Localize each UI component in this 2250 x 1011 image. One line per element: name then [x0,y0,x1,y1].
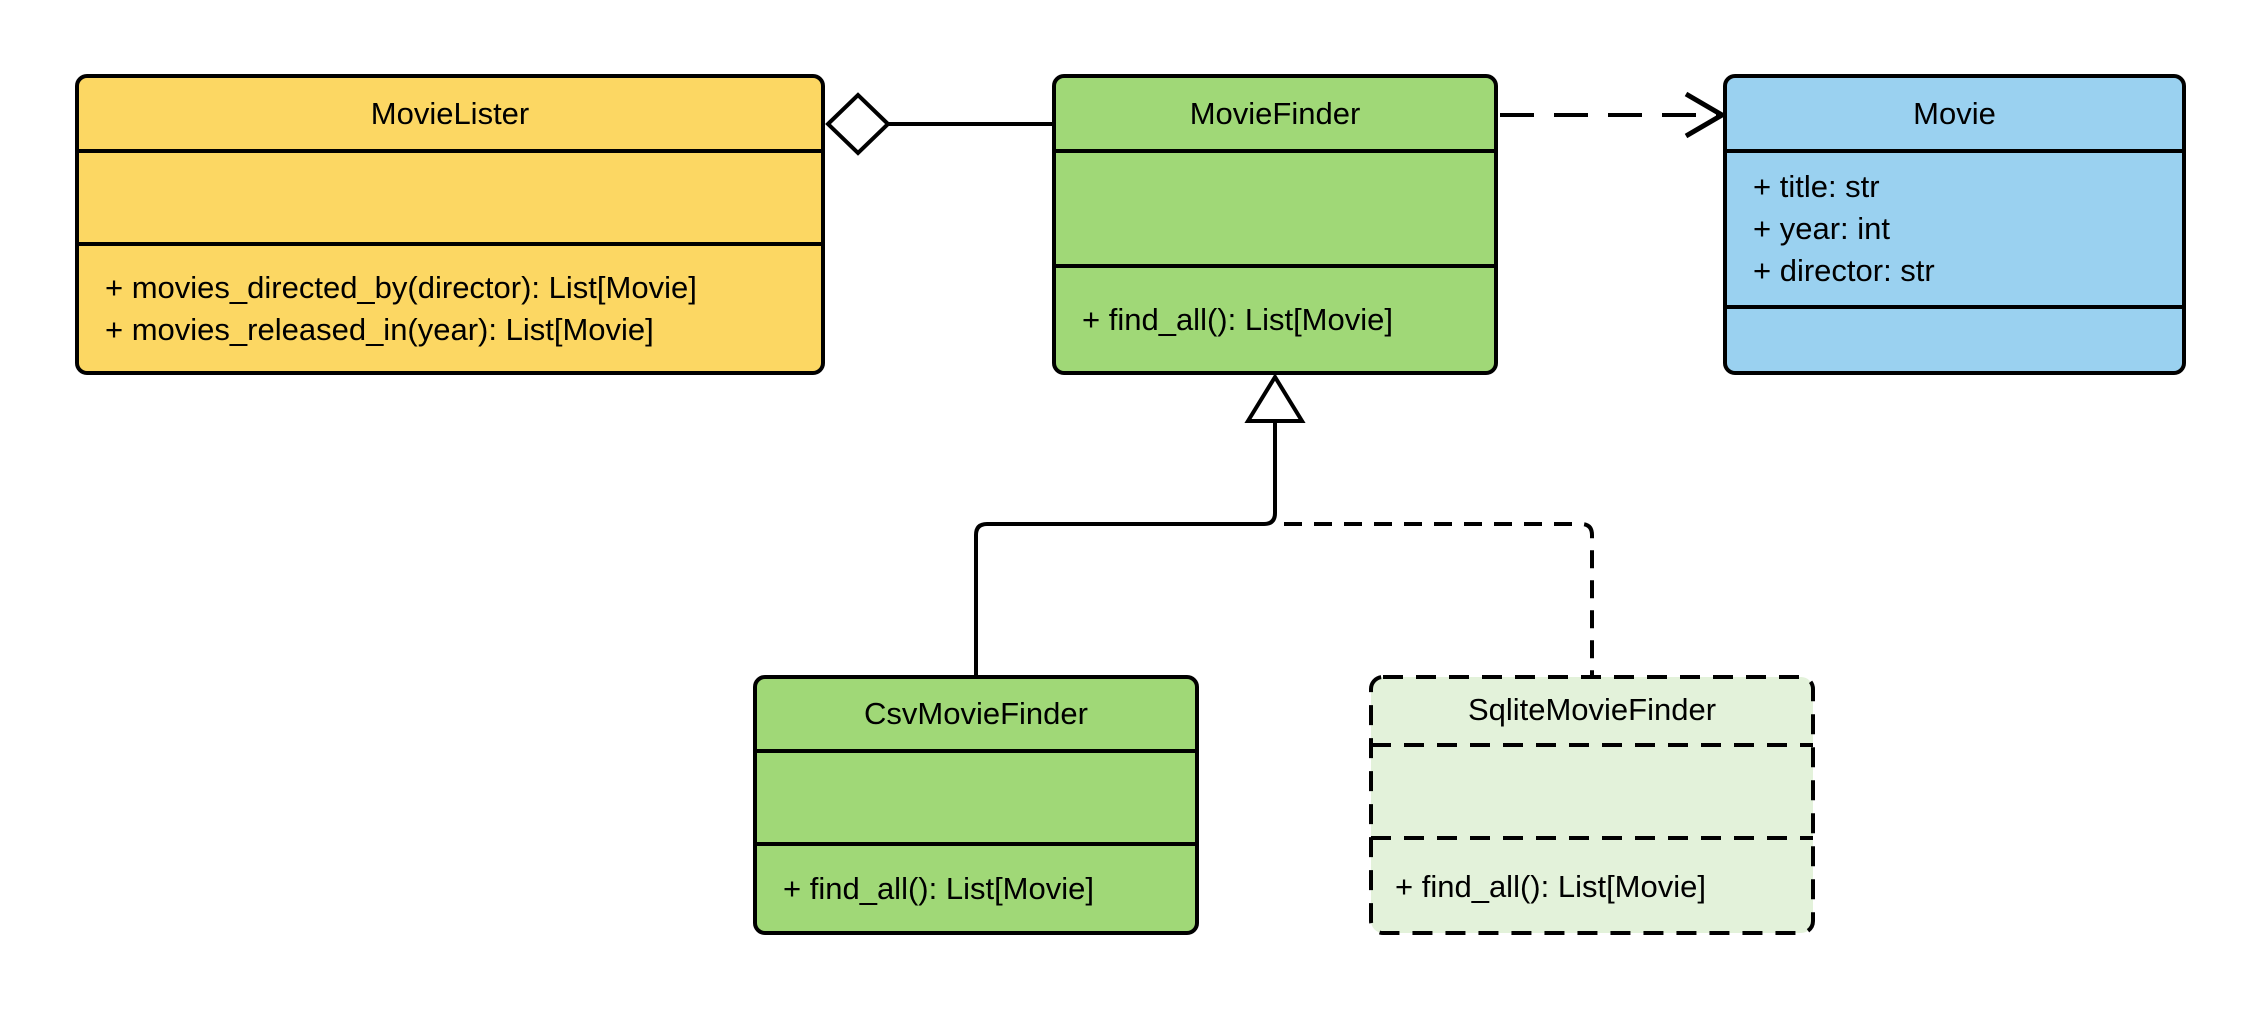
methods-section [1727,305,2182,371]
class-box-movie: Movie + title: str + year: int + directo… [1723,74,2186,375]
methods-section: + find_all(): List[Movie] [1056,264,1494,371]
methods-section: + find_all(): List[Movie] [757,842,1195,931]
generalization-sqlitemoviefinder-moviefinder [1284,522,1594,677]
attribute-item: + year: int [1753,211,1890,246]
attributes-section: + title: str + year: int + director: str [1727,149,2182,305]
dependency-moviefinder-movie [1500,91,1727,139]
open-arrowhead-marker [1684,91,1727,139]
attributes-section [1369,745,1815,838]
attributes-section [1056,149,1494,264]
aggregation-movielister-moviefinder [825,92,1054,156]
class-name: MovieFinder [1189,95,1361,131]
class-name: CsvMovieFinder [864,696,1088,731]
methods-section: + find_all(): List[Movie] [1369,838,1815,935]
attributes-section [757,749,1195,842]
generalization-dashed-line [1284,522,1594,677]
class-box-moviefinder: MovieFinder + find_all(): List[Movie] [1052,74,1498,375]
attribute-item: + title: str [1753,169,1880,204]
attributes-section [79,149,821,242]
class-name: SqliteMovieFinder [1467,692,1717,727]
hollow-diamond-marker [825,92,891,156]
attribute-item: + director: str [1753,253,1935,288]
method-item: + find_all(): List[Movie] [783,870,1094,906]
generalization-csvmoviefinder-moviefinder [974,373,1306,677]
method-item: + movies_released_in(year): List[Movie] [105,311,654,347]
methods-section: + movies_directed_by(director): List[Mov… [79,242,821,371]
method-item: + find_all(): List[Movie] [1395,868,1706,904]
class-box-movielister: MovieLister + movies_directed_by(directo… [75,74,825,375]
class-name: Movie [1913,95,1996,131]
class-box-sqlitemoviefinder: SqliteMovieFinder + find_all(): List[Mov… [1369,675,1815,935]
hollow-triangle-marker [1244,373,1306,423]
method-item: + find_all(): List[Movie] [1082,301,1393,337]
class-box-csvmoviefinder: CsvMovieFinder + find_all(): List[Movie] [753,675,1199,935]
generalization-solid-line [974,421,1277,677]
class-name: MovieLister [370,95,530,131]
method-item: + movies_directed_by(director): List[Mov… [105,269,697,305]
